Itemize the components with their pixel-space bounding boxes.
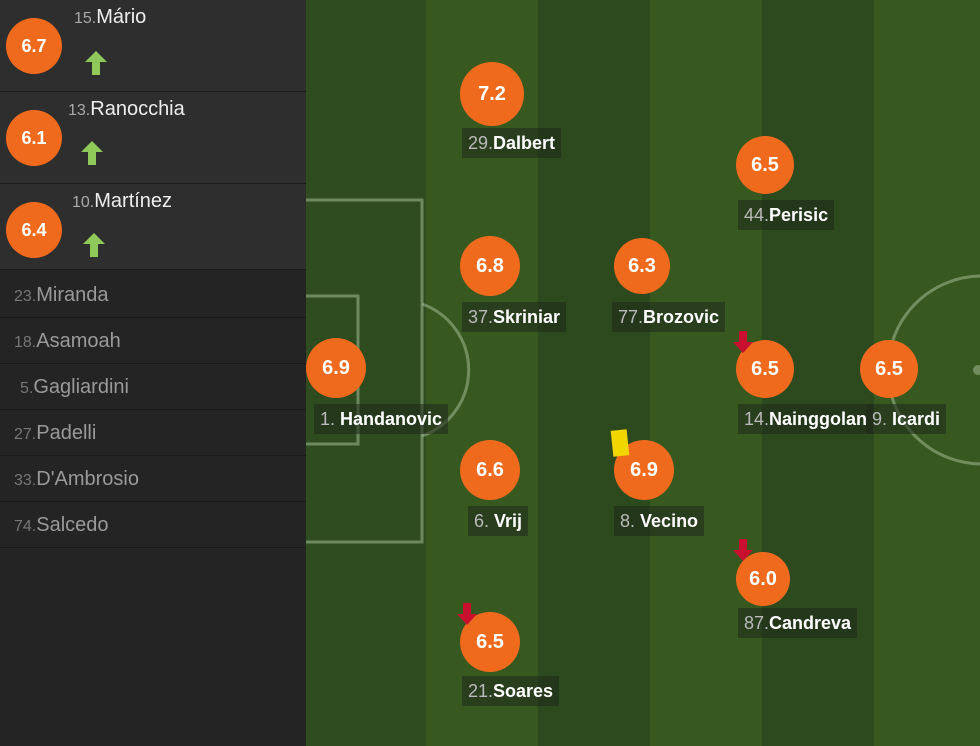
bench-row-dambrosio[interactable]: 33.D'Ambrosio: [0, 456, 306, 502]
player-label: 8. Vecino: [614, 506, 705, 536]
player-label: 9. Icardi: [866, 404, 947, 434]
red-down-arrow-icon: [733, 539, 753, 561]
player-label: 6. Vrij: [468, 506, 529, 536]
bench-row-asamoah[interactable]: 18.Asamoah: [0, 318, 306, 364]
rating-badge: 6.5: [860, 340, 918, 398]
green-up-arrow-icon: [85, 51, 107, 75]
bench-row-padelli[interactable]: 27.Padelli: [0, 410, 306, 456]
bench-row-gagliardini[interactable]: 5.Gagliardini: [0, 364, 306, 410]
sub-row-mario[interactable]: 6.7 15.Mário: [0, 0, 306, 92]
rating-badge: 6.5: [736, 136, 794, 194]
bench-row-salcedo[interactable]: 74.Salcedo: [0, 502, 306, 548]
red-down-arrow-icon: [457, 603, 477, 625]
sub-row-ranocchia[interactable]: 6.1 13.Ranocchia: [0, 92, 306, 184]
rating-badge: 6.0: [736, 552, 790, 606]
rating-badge: 6.3: [614, 238, 670, 294]
rating-badge: 6.4: [6, 202, 62, 258]
player-name: 10.Martínez: [72, 190, 173, 212]
rating-badge: 6.5: [460, 612, 520, 672]
red-down-arrow-icon: [733, 331, 753, 353]
player-label: 21.Soares: [462, 676, 560, 706]
green-up-arrow-icon: [81, 141, 103, 165]
rating-badge: 6.9: [306, 338, 366, 398]
pitch: 6.9 1. Handanovic 7.2 29.Dalbert 6.8 37.…: [306, 0, 980, 746]
player-label: 14.Nainggolan: [738, 404, 874, 434]
rating-badge: 7.2: [460, 62, 524, 126]
player-label: 37.Skriniar: [462, 302, 567, 332]
rating-badge: 6.7: [6, 18, 62, 74]
yellow-card-icon: [610, 429, 630, 457]
player-name: 13.Ranocchia: [68, 98, 185, 120]
player-name: 15.Mário: [74, 6, 147, 28]
player-label: 77.Brozovic: [612, 302, 726, 332]
bench-row-miranda[interactable]: 23.Miranda: [0, 272, 306, 318]
player-label: 87.Candreva: [738, 608, 858, 638]
substitutes-panel: 6.7 15.Mário 6.1 13.Ranocchia 6.4 10.Mar…: [0, 0, 306, 746]
rating-badge: 6.6: [460, 440, 520, 500]
player-label: 1. Handanovic: [314, 404, 449, 434]
sub-row-martinez[interactable]: 6.4 10.Martínez: [0, 184, 306, 270]
rating-badge: 6.8: [460, 236, 520, 296]
player-label: 29.Dalbert: [462, 128, 562, 158]
pitch-field: [306, 0, 980, 746]
green-up-arrow-icon: [83, 233, 105, 257]
player-label: 44.Perisic: [738, 200, 835, 230]
rating-badge: 6.1: [6, 110, 62, 166]
